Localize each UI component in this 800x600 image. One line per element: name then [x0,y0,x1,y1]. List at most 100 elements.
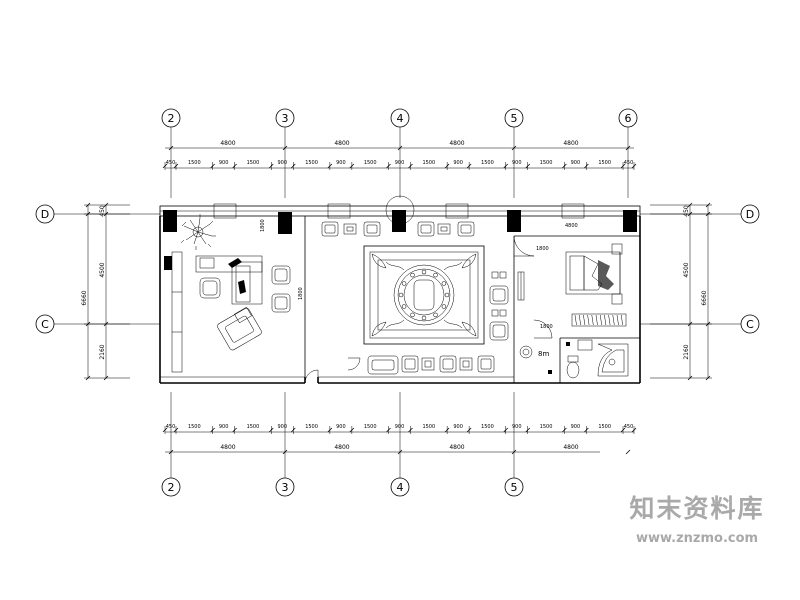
axis-label: 5 [511,481,518,494]
armchair-seat [460,224,472,234]
dim-tick-mark [162,427,168,433]
seat-mark [433,272,438,278]
bottom-sub-dim-1: 1500 [188,424,201,430]
axis-label: 4 [397,481,404,494]
side-table-inner [440,226,448,232]
dim-tick-mark [444,163,450,169]
top-sub-dim-7: 1500 [364,160,377,166]
bottom-sub-dim-7: 1500 [364,424,377,430]
hanger-mark [578,314,581,326]
axis-label: 2 [168,481,175,494]
top-sub-dim-11: 1500 [481,160,494,166]
dim-tick-mark [232,427,237,433]
dim-tick-mark [525,163,531,169]
bottom-sub-dim-13: 1500 [540,424,553,430]
office-room: 1800 1800 [164,214,304,373]
right-dim-2160: 2160 [683,344,690,359]
top-sub-dim-3: 1500 [247,160,260,166]
hanger-mark [595,314,598,326]
left-dim-450: 450 [99,205,106,217]
axis-bubble-top-2: 2 [161,108,181,198]
dim-tick-mark [620,427,626,433]
bay-dim-2: 4800 [334,140,349,147]
bay-tick [282,145,288,151]
plant-icon [180,214,216,250]
side-table-icon [437,223,451,235]
side-tick [85,211,91,217]
bottom-sub-dim-2: 900 [219,424,229,430]
side-tick [705,211,711,217]
top-sub-dim-2: 900 [219,160,229,166]
axis-bubble-bottom-2: 2 [161,392,181,497]
dim-tick-mark [173,427,179,433]
area-label: 8m [538,350,549,358]
axis-bubble-bottom-4: 4 [390,392,410,497]
dim-tick-mark [349,163,355,169]
watermark-title: 知末资料库 [629,494,765,523]
axis-label: 3 [282,112,289,125]
seat-mark [398,292,404,298]
seat-mark [444,292,450,298]
hanger-mark [574,314,577,326]
armchair-seat [480,358,492,370]
dim-tick-mark [408,163,413,169]
bottom-sub-dim-14: 900 [571,424,581,430]
bay-dim-1: 4800 [220,140,235,147]
hanger-mark [608,314,611,326]
dim-tick-mark [466,163,472,169]
bottom-sub-dim-12: 900 [512,424,522,430]
dim-tick-mark [444,427,450,433]
right-dim-6660: 6660 [701,290,708,305]
left-dimension-lines: 450 4500 6660 2160 [81,202,130,381]
small-label: 1800 [260,219,266,232]
side-table-icon [459,357,473,371]
dim-tick-mark [290,163,296,169]
seat-mark [441,304,447,309]
axis-label: D [746,208,754,221]
structural-columns [163,195,637,234]
axis-label: C [41,318,49,331]
side-table-inner [424,360,432,368]
side-tick [103,321,109,327]
room-dim-label: 4800 [565,223,578,229]
dim-tick-mark [210,427,215,433]
hanger-mark [591,314,594,326]
bay-dim-bottom-4: 4800 [563,444,578,451]
dim-tick-mark [631,163,637,169]
side-tick [85,321,91,327]
axis-label: 3 [282,481,289,494]
bottom-sub-dim-5: 1500 [305,424,318,430]
hanger-mark [612,314,615,326]
seat-mark [441,281,447,286]
hanger-mark [583,314,586,326]
side-table-icon [343,223,357,235]
dim-tick-mark [173,163,179,169]
seat-mark [421,269,427,275]
bottom-sub-dim-15: 1500 [598,424,611,430]
dim-tick-mark [290,427,296,433]
hanger-mark [599,314,602,326]
seat-mark [410,272,415,278]
bottom-sub-dim-9: 1500 [422,424,435,430]
armchair-seat [404,358,416,370]
bay-tick [397,145,403,151]
dim-tick-mark [162,163,168,169]
bay-tick [625,145,631,151]
armchair-icon [457,221,475,237]
reception-room [321,221,509,375]
door-left [304,357,361,384]
bottom-sub-dim-0: 450 [166,424,176,430]
side-tick [103,202,109,208]
door-label-bath: 1800 [540,324,553,330]
bay-tick [511,145,517,151]
axis-label: C [746,318,754,331]
armchair-icon [401,355,419,373]
top-axis-bubbles: 2 3 4 5 6 [161,108,638,198]
bay-dim-bottom-2: 4800 [334,444,349,451]
dim-tick-mark [584,163,589,169]
dim-tick-mark [386,427,391,433]
